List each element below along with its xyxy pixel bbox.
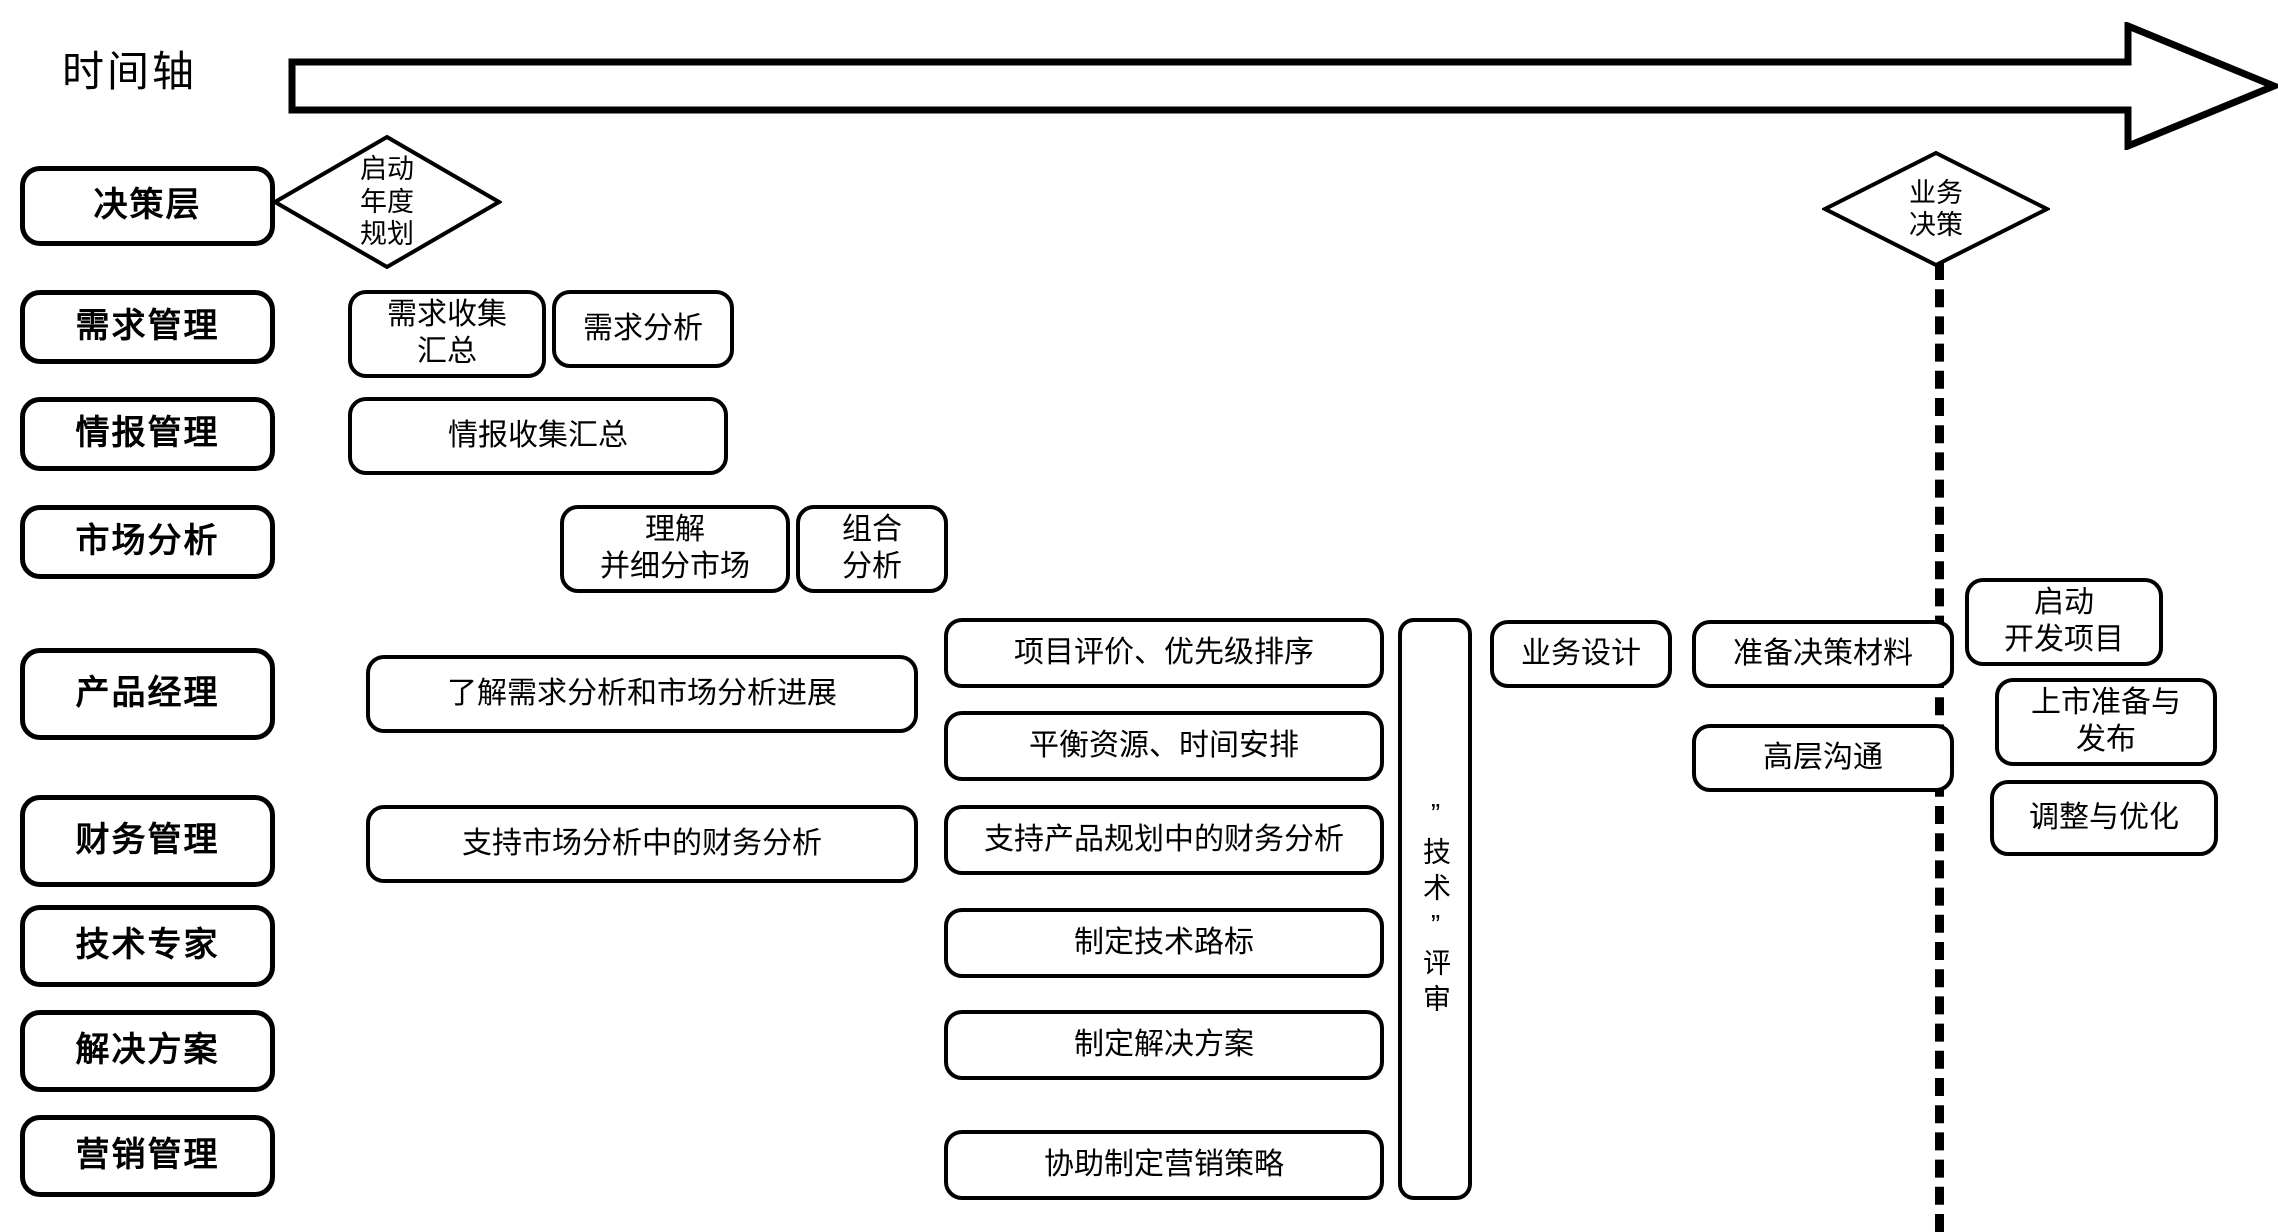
lane-label-tech-expert[interactable]: 技术专家	[20, 905, 275, 987]
milestone-line-3: 规划	[360, 219, 414, 250]
lane-label-marketing-mgmt[interactable]: 营销管理	[20, 1115, 275, 1197]
milestone-line-1: 业务	[1909, 177, 1963, 208]
lane-text: 财务管理	[75, 821, 220, 860]
timeline-arrow-icon	[288, 20, 2278, 152]
milestone-line-1: 启动	[360, 154, 414, 185]
timeline-label: 时间轴	[62, 48, 198, 95]
activity-tech-review-label: ”技术”评审	[1420, 798, 1451, 1020]
milestone-line-2: 决策	[1909, 210, 1963, 240]
lane-label-solution[interactable]: 解决方案	[20, 1010, 275, 1092]
activity-line-2: 汇总	[417, 335, 477, 368]
activity-line-1: 情报收集汇总	[448, 418, 628, 452]
activity-line-1: 高层沟通	[1763, 740, 1883, 774]
activity-line-2: 分析	[842, 550, 902, 583]
activity-tech-review[interactable]: ”技术”评审	[1398, 618, 1472, 1200]
activity-line-1: 协助制定营销策略	[1044, 1147, 1284, 1181]
activity-exec-communication[interactable]: 高层沟通	[1692, 724, 1954, 792]
milestone-business-decision[interactable]: 业务 决策	[1822, 150, 2050, 268]
milestone-business-decision-label: 业务 决策	[1822, 150, 2050, 268]
activity-line-1: 调整与优化	[2029, 800, 2179, 834]
activity-prepare-decision-material[interactable]: 准备决策材料	[1692, 620, 1954, 688]
activity-launch-prep-release[interactable]: 上市准备与 发布	[1995, 678, 2217, 766]
lane-label-finance-mgmt[interactable]: 财务管理	[20, 795, 275, 887]
activity-fin-market[interactable]: 支持市场分析中的财务分析	[366, 805, 918, 883]
milestone-kickoff-label: 启动 年度 规划	[272, 134, 502, 270]
activity-line-1: 支持市场分析中的财务分析	[462, 826, 822, 860]
activity-line-1: 上市准备与	[2031, 686, 2181, 720]
activity-portfolio-analysis[interactable]: 组合 分析	[796, 505, 948, 593]
activity-understand-segment[interactable]: 理解 并细分市场	[560, 505, 790, 593]
activity-line-2: 开发项目	[2004, 623, 2124, 656]
activity-line-1: 需求分析	[583, 311, 703, 345]
lane-label-demand-mgmt[interactable]: 需求管理	[20, 290, 275, 364]
lane-text: 情报管理	[75, 414, 220, 453]
activity-tech-roadmap[interactable]: 制定技术路标	[944, 908, 1384, 978]
activity-demand-analysis[interactable]: 需求分析	[552, 290, 734, 368]
lane-text: 需求管理	[75, 307, 220, 346]
lane-text: 产品经理	[75, 674, 220, 713]
activity-line-1: 项目评价、优先级排序	[1014, 635, 1314, 669]
lane-label-product-manager[interactable]: 产品经理	[20, 648, 275, 740]
activity-make-solution[interactable]: 制定解决方案	[944, 1010, 1384, 1080]
milestone-kickoff-annual-planning[interactable]: 启动 年度 规划	[272, 134, 502, 270]
lane-text: 市场分析	[75, 522, 220, 561]
lane-label-intel-mgmt[interactable]: 情报管理	[20, 397, 275, 471]
activity-line-2: 并细分市场	[600, 550, 750, 583]
milestone-line-2: 年度	[360, 186, 414, 217]
activity-line-1: 业务设计	[1521, 636, 1641, 670]
activity-line-1: 平衡资源、时间安排	[1029, 728, 1299, 762]
activity-balance-resource[interactable]: 平衡资源、时间安排	[944, 711, 1384, 781]
activity-line-1: 制定技术路标	[1074, 925, 1254, 959]
activity-fin-product-plan[interactable]: 支持产品规划中的财务分析	[944, 805, 1384, 875]
activity-project-eval[interactable]: 项目评价、优先级排序	[944, 618, 1384, 688]
activity-business-design[interactable]: 业务设计	[1490, 620, 1672, 688]
activity-adjust-optimize[interactable]: 调整与优化	[1990, 780, 2218, 856]
activity-marketing-strategy[interactable]: 协助制定营销策略	[944, 1130, 1384, 1200]
lane-text: 决策层	[93, 186, 202, 225]
activity-line-1: 组合	[842, 513, 902, 547]
activity-line-1: 制定解决方案	[1074, 1027, 1254, 1061]
lane-text: 解决方案	[75, 1031, 220, 1070]
activity-line-2: 发布	[2076, 723, 2136, 756]
activity-line-1: 启动	[2034, 586, 2094, 620]
activity-intel-collect[interactable]: 情报收集汇总	[348, 397, 728, 475]
lane-label-market-analysis[interactable]: 市场分析	[20, 505, 275, 579]
activity-demand-collect[interactable]: 需求收集 汇总	[348, 290, 546, 378]
activity-line-1: 理解	[645, 513, 705, 547]
activity-line-1: 准备决策材料	[1733, 636, 1913, 670]
activity-line-1: 了解需求分析和市场分析进展	[447, 676, 837, 710]
activity-start-dev-project[interactable]: 启动 开发项目	[1965, 578, 2163, 666]
activity-pm-progress[interactable]: 了解需求分析和市场分析进展	[366, 655, 918, 733]
activity-line-1: 需求收集	[387, 298, 507, 332]
activity-line-1: 支持产品规划中的财务分析	[984, 822, 1344, 856]
lane-text: 技术专家	[75, 926, 220, 965]
lane-text: 营销管理	[75, 1136, 220, 1175]
lane-label-decision[interactable]: 决策层	[20, 166, 275, 246]
